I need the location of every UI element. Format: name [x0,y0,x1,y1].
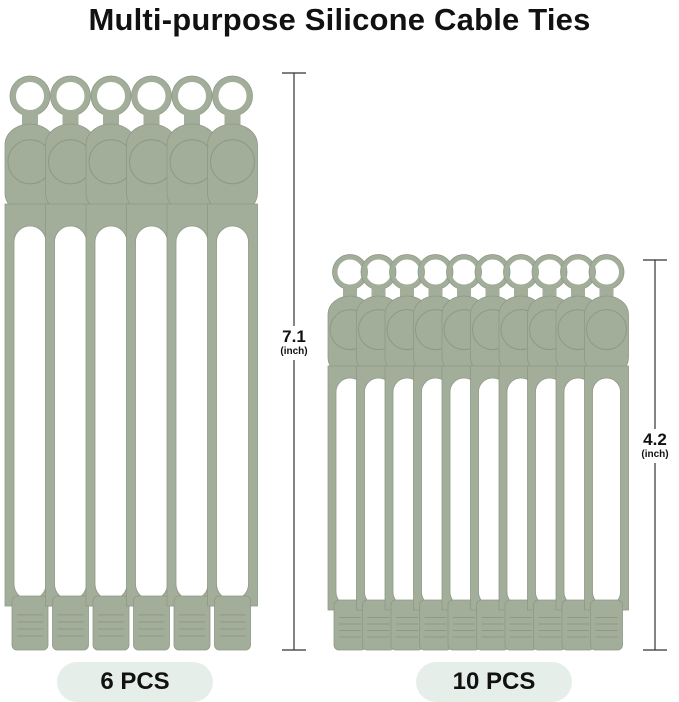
large-ties-group [4,75,258,651]
large-count-badge: 6 PCS [57,662,213,702]
large-length-unit: (inch) [280,346,308,357]
small-ties-group [327,254,629,651]
page-title: Multi-purpose Silicone Cable Ties [88,2,591,37]
large-tie [207,75,258,651]
small-count-badge: 10 PCS [416,662,572,702]
small-length-value: 4.2 [643,430,667,449]
large-length-dimension-line [282,72,306,651]
large-length-value: 7.1 [282,327,306,346]
large-length-label: 7.1 (inch) [276,326,312,360]
small-tie [584,254,629,651]
small-length-unit: (inch) [641,449,669,460]
small-length-label: 4.2 (inch) [637,429,673,463]
